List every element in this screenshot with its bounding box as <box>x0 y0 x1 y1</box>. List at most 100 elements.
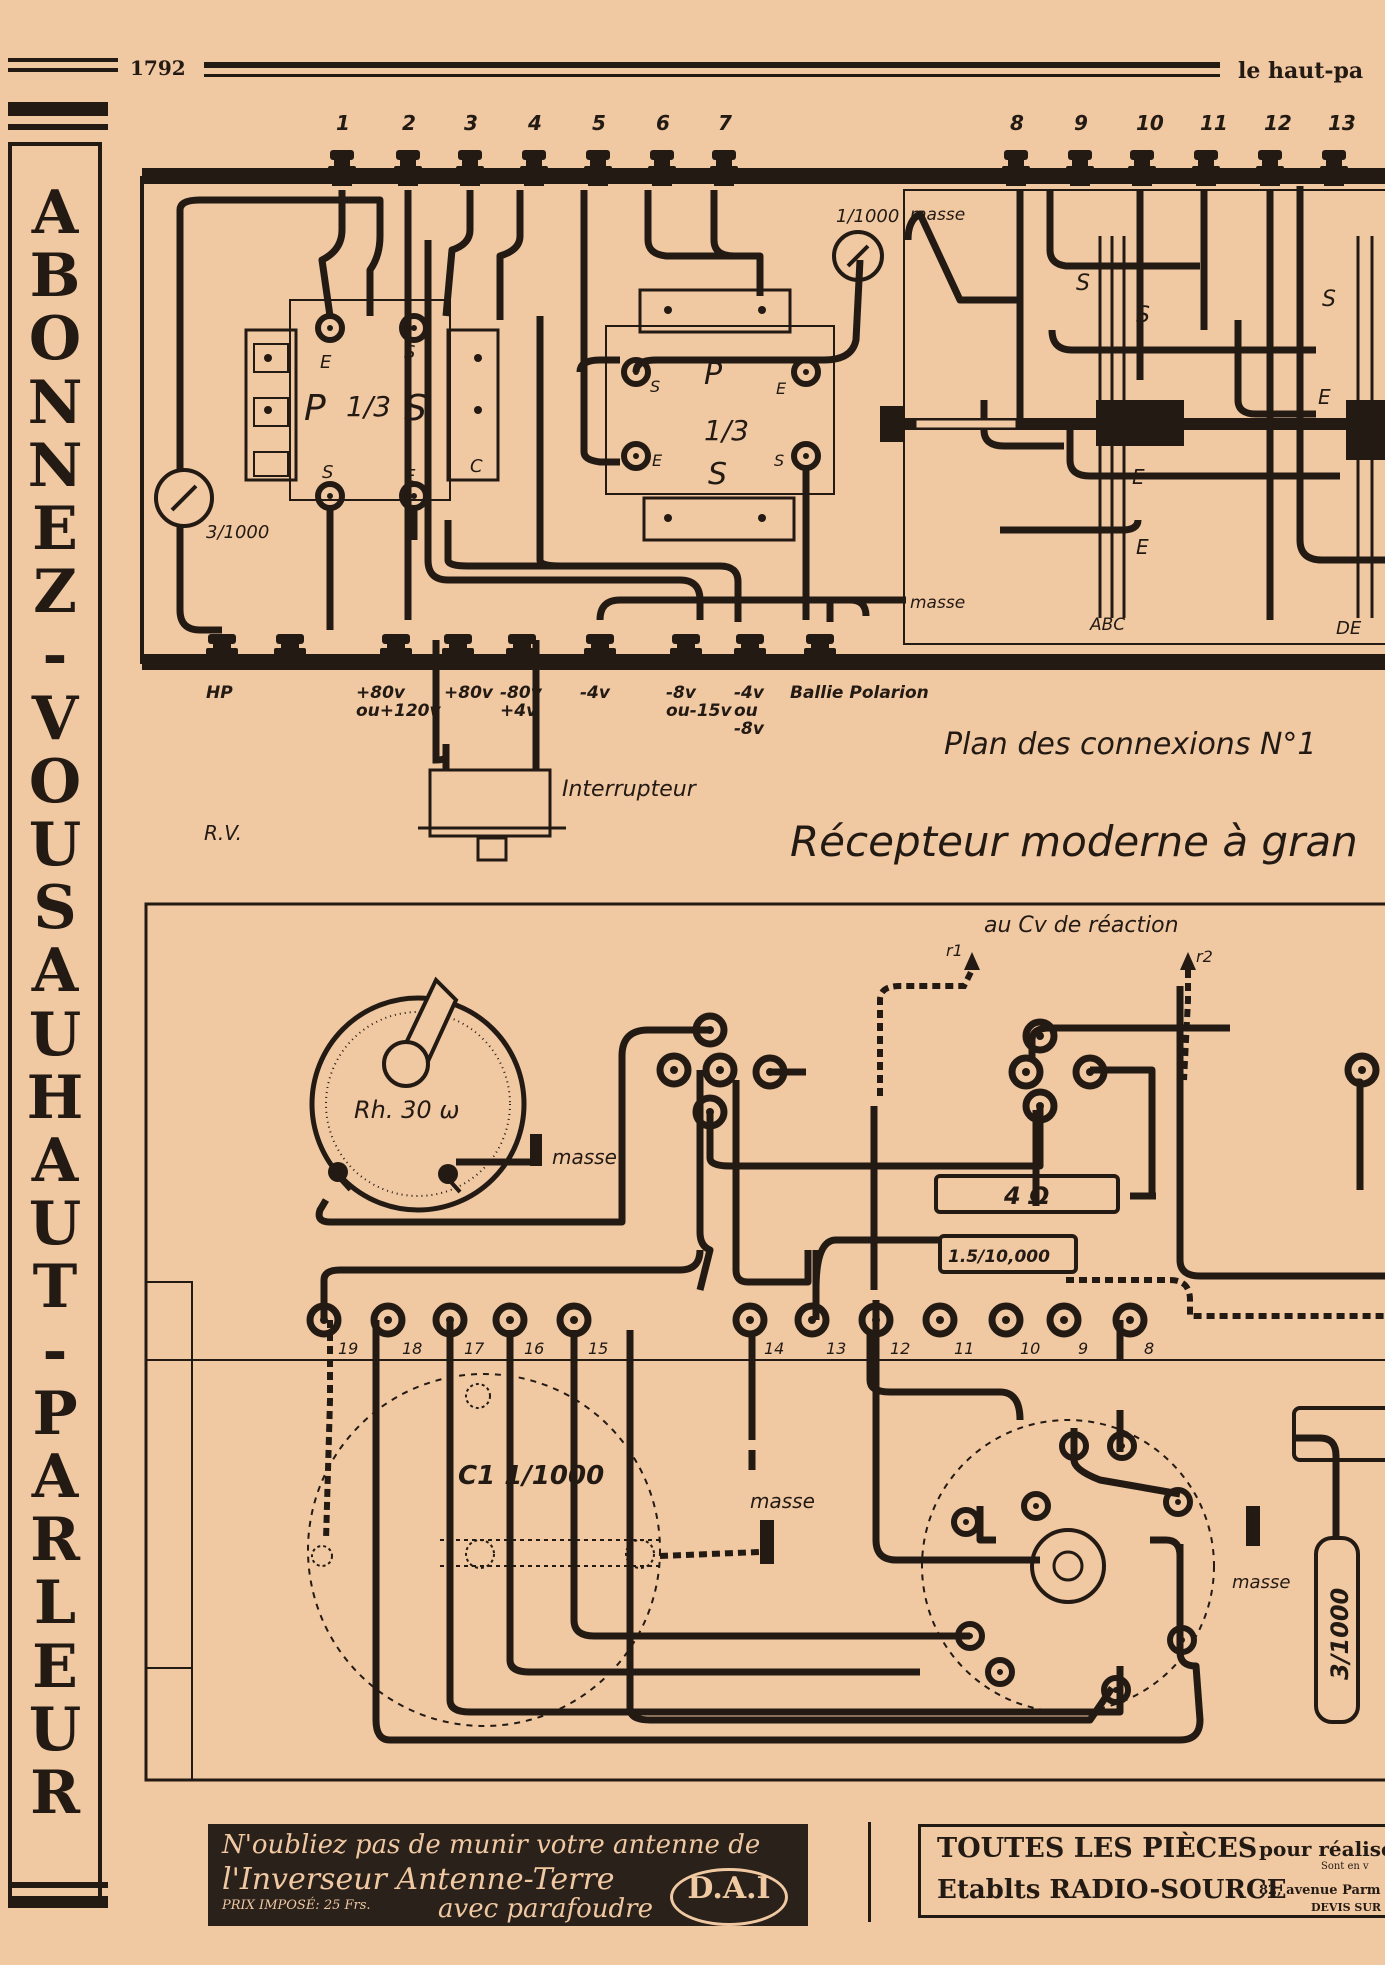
svg-text:E: E <box>652 451 663 470</box>
lower-terminal <box>992 1306 1020 1334</box>
svg-text:1.5/10,000: 1.5/10,000 <box>948 1247 1050 1267</box>
svg-text:S: S <box>1322 287 1336 312</box>
lower-terminal <box>1050 1306 1078 1334</box>
bottom-terminal-post <box>380 634 412 656</box>
lower-terminal-label: 11 <box>954 1339 974 1358</box>
lower-terminal <box>926 1306 954 1334</box>
banner-letter: U <box>28 810 82 881</box>
lower-terminal-label: 17 <box>464 1339 485 1358</box>
svg-text:4 Ω: 4 Ω <box>1003 1182 1049 1210</box>
lower-terminal <box>798 1306 826 1334</box>
banner-letter: V <box>31 683 79 754</box>
bottom-busbar <box>142 654 1385 670</box>
banner-letter: R <box>30 1758 80 1829</box>
dai-logo: D.A.I <box>670 1868 788 1926</box>
svg-text:masse: masse <box>910 593 965 613</box>
banner-letter: U <box>28 1694 82 1765</box>
svg-text:masse: masse <box>552 1145 617 1169</box>
radio-source-line1: TOUTES LES PIÈCES <box>937 1833 1258 1864</box>
terminal-label: 10 <box>1136 111 1164 135</box>
svg-text:Rh. 30 ω: Rh. 30 ω <box>354 1096 459 1124</box>
banner-letter: O <box>28 304 82 375</box>
radio-source-line2: Etablts RADIO-SOURCE <box>937 1875 1287 1905</box>
banner-letter: U <box>28 999 82 1070</box>
banner-letter: - <box>42 620 68 691</box>
svg-text:E: E <box>320 352 332 373</box>
terminal-post <box>648 150 676 186</box>
svg-text:Récepteur moderne à gran: Récepteur moderne à gran <box>790 817 1358 866</box>
supply-label: Ballie Polarion <box>790 683 929 703</box>
svg-text:E: E <box>1132 465 1145 489</box>
banner-letter: N <box>27 430 83 501</box>
terminal-label: 12 <box>1264 111 1292 135</box>
svg-text:S: S <box>1136 303 1150 328</box>
side-rule-top-2 <box>8 124 108 130</box>
lower-terminal-label: 10 <box>1020 1339 1040 1358</box>
svg-text:DE: DE <box>1336 618 1362 639</box>
svg-text:P: P <box>304 388 326 429</box>
svg-text:S: S <box>1076 271 1090 296</box>
svg-text:r2: r2 <box>1196 947 1213 966</box>
svg-text:1/3: 1/3 <box>346 390 391 423</box>
terminal-post <box>520 150 548 186</box>
banner-letter: U <box>28 1189 82 1260</box>
terminal-post <box>456 150 484 186</box>
terminal-label: 11 <box>1200 111 1228 135</box>
lower-terminal-label: 13 <box>826 1339 846 1358</box>
lower-terminal-label: 12 <box>890 1339 910 1358</box>
svg-text:au Cv de réaction: au Cv de réaction <box>984 913 1179 938</box>
inverter-ad-price: PRIX IMPOSÉ: 25 Frs. <box>222 1898 371 1913</box>
banner-letter: E <box>32 494 78 565</box>
svg-text:E: E <box>1136 535 1149 559</box>
svg-text:R.V.: R.V. <box>204 821 242 845</box>
inverter-ad: N'oubliez pas de munir votre antenne de … <box>208 1824 808 1926</box>
svg-text:Interrupteur: Interrupteur <box>562 777 698 802</box>
svg-text:3/1000: 3/1000 <box>206 522 269 543</box>
terminal-label: 2 <box>402 111 416 135</box>
bottom-terminal-post <box>442 634 474 656</box>
svg-text:S: S <box>650 377 660 396</box>
banner-letter: Z <box>33 557 77 628</box>
svg-text:P: P <box>704 357 723 392</box>
svg-text:C: C <box>470 456 483 477</box>
svg-text:3/1000: 3/1000 <box>1326 1588 1354 1680</box>
lower-terminal <box>496 1306 524 1334</box>
banner-letter: N <box>27 367 83 438</box>
banner-letter: T <box>32 1252 78 1323</box>
bottom-terminal-post <box>670 634 702 656</box>
valve-pin <box>1024 1494 1048 1518</box>
lower-terminal-label: 9 <box>1078 1339 1088 1358</box>
svg-text:C1 1/1000: C1 1/1000 <box>458 1461 604 1491</box>
banner-letter: A <box>31 1442 79 1513</box>
banner-letter: S <box>33 873 77 944</box>
svg-text:masse: masse <box>750 1489 815 1513</box>
terminal-post <box>1066 150 1094 186</box>
terminal-post <box>1256 150 1284 186</box>
masthead: le haut-pa <box>1238 58 1364 84</box>
svg-text:ABC: ABC <box>1089 615 1125 635</box>
socket-terminal <box>1012 1058 1040 1086</box>
bottom-terminal-post <box>734 634 766 656</box>
lower-terminal-label: 14 <box>764 1339 784 1358</box>
side-rule-top <box>8 102 108 116</box>
terminal-post <box>1192 150 1220 186</box>
lower-terminal <box>560 1306 588 1334</box>
lower-terminal <box>736 1306 764 1334</box>
inverter-ad-line3: avec parafoudre <box>438 1894 653 1924</box>
banner-letter: R <box>30 1505 80 1576</box>
terminal-post <box>328 150 356 186</box>
banner-letter: L <box>33 1568 77 1639</box>
terminal-label: 8 <box>1010 111 1024 135</box>
inverter-ad-line1: N'oubliez pas de munir votre antenne de <box>222 1830 761 1860</box>
bottom-terminal-post <box>584 634 616 656</box>
banner-letter: O <box>28 746 82 817</box>
page-number: 1792 <box>130 56 186 80</box>
terminal-post <box>710 150 738 186</box>
radio-source-small1: Sont en v <box>1321 1861 1369 1872</box>
terminal-label: 13 <box>1328 111 1356 135</box>
